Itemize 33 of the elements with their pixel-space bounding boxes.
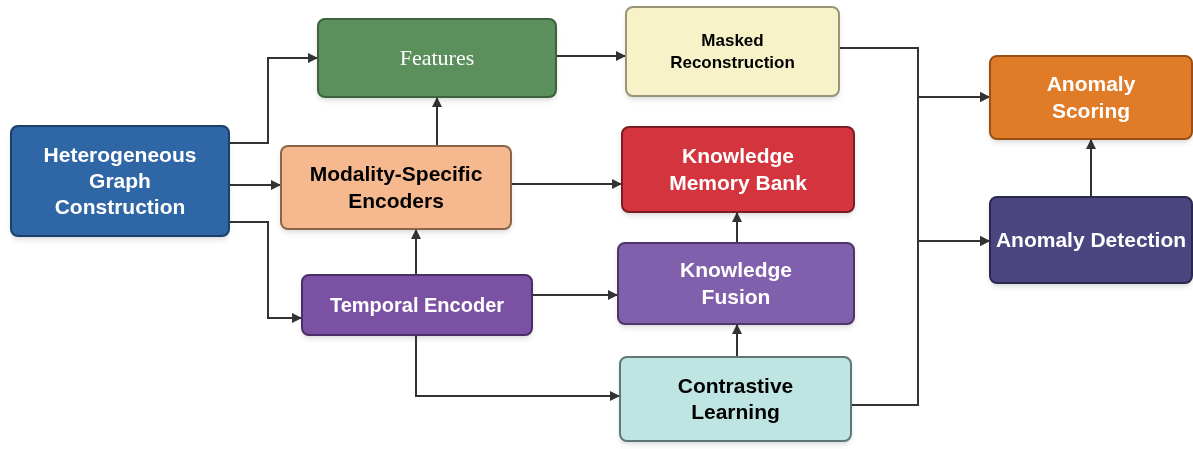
process-box — [280, 145, 512, 230]
box-label: Temporal Encoder — [329, 292, 505, 318]
process-box — [621, 126, 855, 213]
box-label: Modality-Specific Encoders — [308, 161, 484, 214]
arrow — [432, 97, 442, 146]
process-box — [317, 18, 557, 98]
process-box — [989, 55, 1193, 140]
process-box — [10, 125, 230, 237]
arrow — [851, 236, 990, 406]
arrow — [229, 221, 302, 323]
arrow — [532, 290, 618, 300]
process-box — [617, 242, 855, 325]
box-label: Knowledge Memory Bank — [668, 143, 808, 196]
process-box — [625, 6, 840, 97]
process-box — [989, 196, 1193, 284]
arrow — [511, 179, 622, 189]
box-label: Masked Reconstruction — [669, 30, 796, 73]
arrow — [556, 51, 626, 61]
arrow — [732, 212, 742, 243]
arrow — [1086, 139, 1096, 197]
box-label: Features — [399, 44, 475, 72]
arrow — [229, 53, 318, 144]
arrow — [411, 229, 421, 275]
box-label: Contrastive Learning — [676, 372, 795, 425]
process-box — [301, 274, 533, 336]
box-label: Anomaly Scoring — [1045, 71, 1137, 124]
process-box — [619, 356, 852, 442]
arrow — [732, 324, 742, 357]
box-label: Knowledge Fusion — [679, 257, 793, 310]
arrow — [415, 335, 620, 401]
box-label: Anomaly Detection — [995, 226, 1187, 253]
arrow — [229, 180, 281, 190]
box-label: Heterogeneous Graph Construction — [42, 141, 198, 221]
